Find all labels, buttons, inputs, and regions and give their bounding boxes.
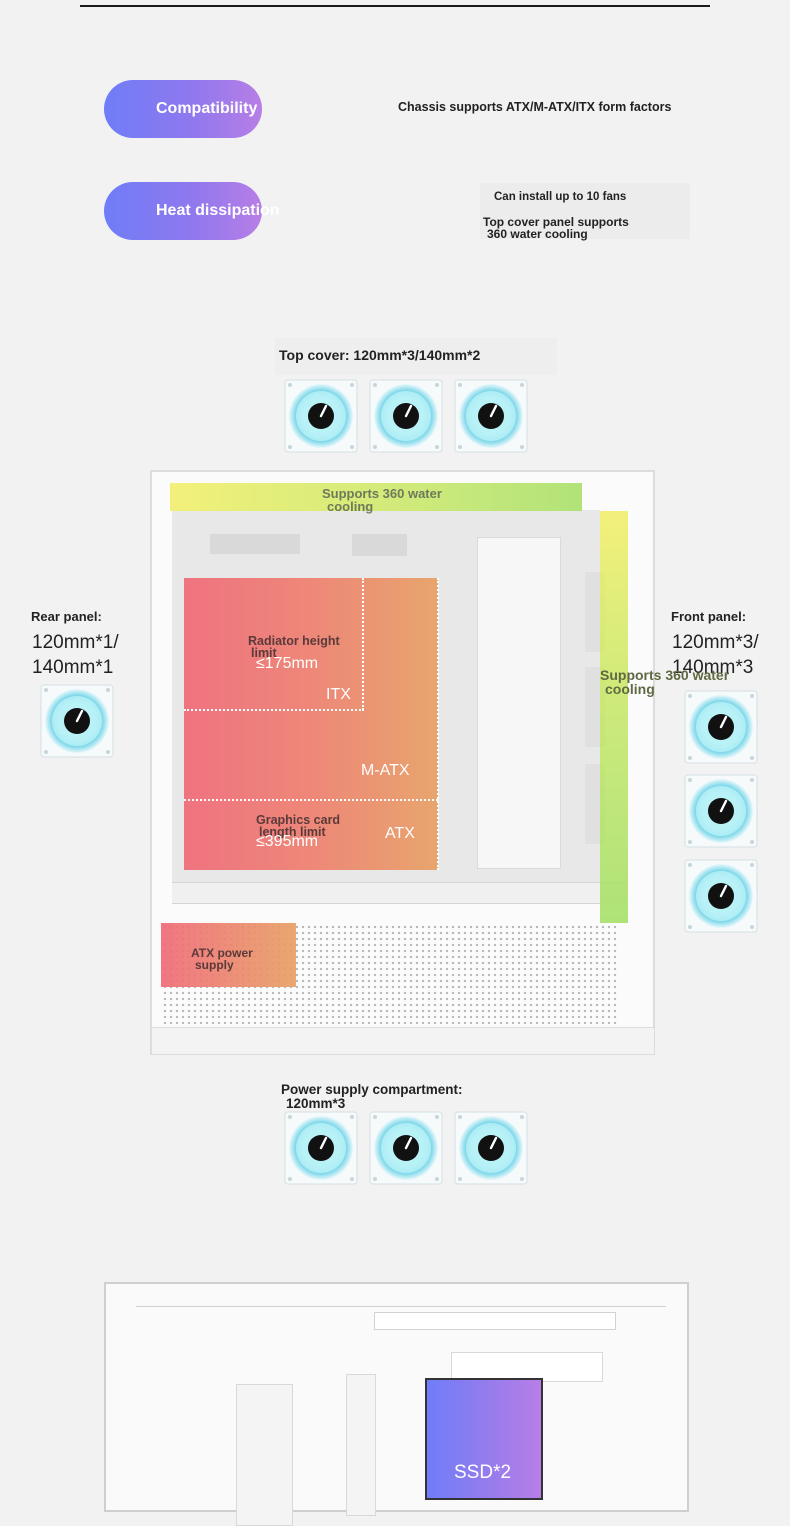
- front-panel-size-line2: 140mm*3: [672, 657, 754, 678]
- rear-panel-size-line2: 140mm*1: [32, 657, 114, 678]
- matx-label: M-ATX: [361, 762, 410, 779]
- psu-fan-3-icon: [453, 1110, 529, 1190]
- rear-fan-icon: [39, 683, 115, 763]
- drive-cage: [477, 537, 561, 869]
- front-panel-title: Front panel:: [671, 609, 747, 624]
- tray-cutout-1: [210, 534, 300, 554]
- back-channel-2: [346, 1374, 376, 1516]
- top-fan-3-icon: [453, 378, 529, 458]
- psu-compartment-line2: 120mm*3: [286, 1096, 346, 1111]
- rear-panel-size: 120mm*1/ 140mm*1: [32, 630, 119, 680]
- radiator-limit-label: Radiator height limit: [248, 634, 340, 660]
- heat-description-box: Can install up to 10 fans Top cover pane…: [480, 183, 690, 241]
- radiator-limit-line2: limit: [251, 646, 277, 660]
- front-fan-1-icon: [683, 689, 759, 769]
- front-fan-2-icon: [683, 773, 759, 853]
- heat-desc-line3: 360 water cooling: [487, 227, 588, 241]
- rear-panel-title: Rear panel:: [31, 609, 102, 624]
- psu-label-line2: supply: [195, 958, 234, 972]
- psu-compartment-label: Power supply compartment: 120mm*3: [281, 1083, 463, 1111]
- gpu-limit-label: Graphics card length limit: [256, 813, 341, 839]
- gpu-limit-value: ≤395mm: [256, 833, 319, 850]
- top-water-cooling-zone: [170, 483, 582, 511]
- back-channel: [236, 1384, 293, 1526]
- itx-boundary-h: [184, 709, 364, 711]
- front-water-label-line2: cooling: [605, 681, 655, 697]
- front-fan-3-icon: [683, 858, 759, 938]
- top-cover-label: Top cover: 120mm*3/140mm*2: [279, 347, 481, 363]
- heat-dissipation-label: Heat dissipation: [156, 202, 280, 219]
- top-cover-label-box: Top cover: 120mm*3/140mm*2: [275, 338, 557, 375]
- ssd-zone: [425, 1378, 543, 1500]
- atx-boundary-v: [437, 578, 439, 870]
- front-water-label-line1: Supports 360 water: [600, 667, 730, 683]
- front-panel-size: 120mm*3/ 140mm*3: [672, 630, 759, 680]
- front-water-label: Supports 360 water cooling: [600, 668, 729, 696]
- tray-cutout-2: [352, 534, 407, 556]
- top-water-label: Supports 360 water cooling: [322, 487, 442, 513]
- gpu-limit-line2: length limit: [259, 825, 326, 839]
- psu-label: ATX power supply: [191, 947, 253, 971]
- back-slot: [374, 1312, 616, 1330]
- front-panel-size-line1: 120mm*3/: [672, 632, 759, 653]
- atx-label: ATX: [385, 825, 415, 842]
- rear-panel-size-line1: 120mm*1/: [32, 632, 119, 653]
- ssd-label: SSD*2: [454, 1462, 512, 1483]
- motherboard-zone: [184, 578, 438, 870]
- back-top-rail: [136, 1292, 666, 1307]
- itx-label: ITX: [326, 686, 351, 703]
- front-water-cooling-zone: [600, 511, 628, 923]
- compatibility-label: Compatibility: [156, 100, 258, 117]
- top-water-label-line1: Supports 360 water: [322, 486, 442, 501]
- gpu-limit-line1: Graphics card: [256, 813, 341, 827]
- top-fan-1-icon: [283, 378, 359, 458]
- psu-compartment-line1: Power supply compartment:: [281, 1082, 463, 1097]
- itx-boundary-v: [362, 578, 364, 710]
- chassis-back-view: [104, 1282, 689, 1526]
- compatibility-pill: Compatibility: [104, 80, 262, 138]
- top-water-label-line2: cooling: [327, 499, 374, 514]
- heat-dissipation-pill: Heat dissipation: [104, 182, 280, 240]
- radiator-limit-value: ≤175mm: [256, 655, 319, 672]
- matx-boundary-h: [184, 799, 438, 801]
- radiator-limit-line1: Radiator height: [248, 634, 340, 648]
- compatibility-description: Chassis supports ATX/M-ATX/ITX form fact…: [398, 100, 672, 114]
- case-base: [152, 1027, 654, 1054]
- psu-fan-1-icon: [283, 1110, 359, 1190]
- psu-fan-2-icon: [368, 1110, 444, 1190]
- top-fan-2-icon: [368, 378, 444, 458]
- heat-desc-line1: Can install up to 10 fans: [494, 191, 627, 203]
- psu-label-line1: ATX power: [191, 946, 253, 960]
- psu-zone: [161, 923, 296, 987]
- heat-desc-line2: Top cover panel supports: [483, 215, 629, 229]
- psu-shroud-edge: [172, 882, 627, 904]
- top-divider: [80, 5, 710, 7]
